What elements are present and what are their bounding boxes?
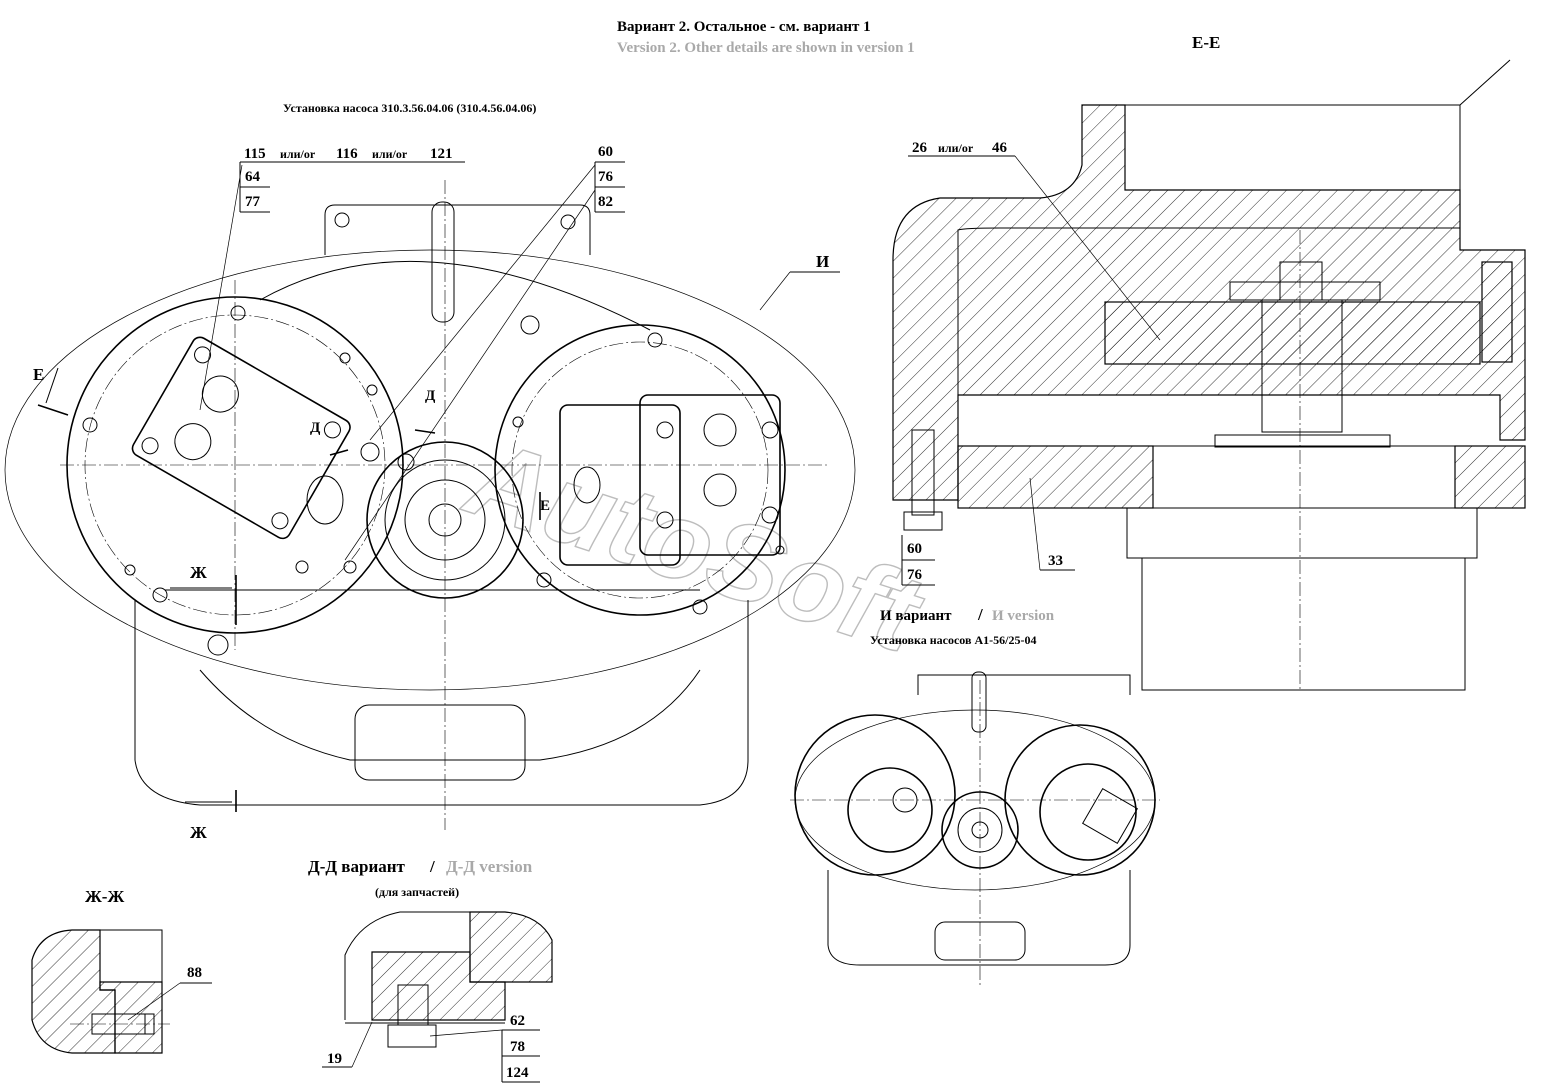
perimeter-bolts bbox=[82, 305, 785, 656]
callout-64: 64 bbox=[245, 169, 261, 185]
section-dd-title-en: Д-Д version bbox=[446, 857, 533, 876]
header-title-ru: Вариант 2. Остальное - см. вариант 1 bbox=[617, 19, 871, 35]
inspection-window bbox=[354, 704, 526, 781]
section-dd-subtitle: (для запчастей) bbox=[375, 885, 459, 899]
top-bolt-left bbox=[334, 212, 350, 228]
dd-callout-19: 19 bbox=[327, 1051, 342, 1067]
variant-i-title-en: И version bbox=[992, 608, 1055, 624]
mark-ZH-2: Ж bbox=[190, 823, 207, 842]
section-zhzh-left-part bbox=[31, 929, 116, 1054]
section-dd: Д-Д вариант / Д-Д version (для запчастей… bbox=[308, 857, 553, 1083]
mark-E-right: Е bbox=[540, 498, 550, 514]
leader-line-115 bbox=[199, 164, 243, 411]
section-ee: Е-Е 26 или/or 46 60 76 bbox=[892, 33, 1526, 691]
section-ee-title: Е-Е bbox=[1192, 33, 1220, 52]
section-dd-title-ru: Д-Д вариант bbox=[308, 857, 406, 876]
section-zhzh: Ж-Ж 88 bbox=[31, 887, 212, 1054]
mark-D-1: Д bbox=[425, 388, 436, 404]
callout-60-main: 60 bbox=[598, 144, 613, 160]
envelope-ellipse bbox=[4, 249, 856, 691]
callout-76-main: 76 bbox=[598, 169, 614, 185]
callout-82: 82 bbox=[598, 194, 613, 210]
ee-callout-46: 46 bbox=[992, 140, 1008, 156]
ee-callout-33: 33 bbox=[1048, 553, 1063, 569]
variant-i-subtitle: Установка насосов А1-56/25-04 bbox=[870, 633, 1036, 647]
mark-I: И bbox=[816, 252, 829, 271]
leader-line-60 bbox=[369, 164, 596, 441]
housing-lower-inner bbox=[199, 669, 701, 761]
left-pump-flange bbox=[131, 336, 351, 540]
right-gear-pitch bbox=[511, 341, 769, 599]
variant-i-left-gear bbox=[794, 714, 956, 876]
left-pump-port bbox=[306, 475, 344, 525]
dd-callout-78: 78 bbox=[510, 1039, 525, 1055]
mark-E-left: Е bbox=[33, 365, 44, 384]
section-dd-separator: / bbox=[429, 857, 435, 876]
callout-or-1: или/or bbox=[280, 147, 316, 161]
watermark-text: AutoSoft bbox=[451, 414, 938, 677]
top-bracket bbox=[324, 204, 591, 255]
ee-callout-26: 26 bbox=[912, 140, 928, 156]
callout-115: 115 bbox=[244, 146, 266, 162]
main-view-title: Установка насоса 310.3.56.04.06 (310.4.5… bbox=[283, 101, 536, 115]
dd-callout-62: 62 bbox=[510, 1013, 525, 1029]
right-pump-flange bbox=[559, 394, 781, 566]
callout-116: 116 bbox=[336, 146, 358, 162]
section-dd-part bbox=[371, 951, 506, 1021]
section-ee-shaft bbox=[1104, 301, 1481, 365]
variant-i-separator: / bbox=[977, 605, 983, 624]
variant-i: И вариант / И version Установка насосов … bbox=[790, 605, 1160, 985]
callout-77: 77 bbox=[245, 194, 261, 210]
housing-lower bbox=[134, 600, 749, 806]
mark-D-2: Д bbox=[310, 420, 321, 436]
zhzh-callout-88: 88 bbox=[187, 965, 202, 981]
callout-121: 121 bbox=[430, 146, 453, 162]
mark-ZH-1: Ж bbox=[190, 563, 207, 582]
header-title-en: Version 2. Other details are shown in ve… bbox=[617, 40, 915, 56]
top-bolt-right bbox=[560, 214, 576, 230]
dd-callout-124: 124 bbox=[506, 1065, 529, 1081]
section-zhzh-title: Ж-Ж bbox=[85, 887, 124, 906]
section-ee-plate bbox=[957, 445, 1154, 509]
callout-or-2: или/or bbox=[372, 147, 408, 161]
middle-arc-top bbox=[259, 260, 651, 331]
ee-callout-76: 76 bbox=[907, 567, 923, 583]
main-view: Установка насоса 310.3.56.04.06 (310.4.5… bbox=[4, 101, 856, 842]
ee-callout-or: или/or bbox=[938, 141, 974, 155]
variant-i-title-ru: И вариант bbox=[880, 608, 952, 624]
ee-callout-60: 60 bbox=[907, 541, 922, 557]
